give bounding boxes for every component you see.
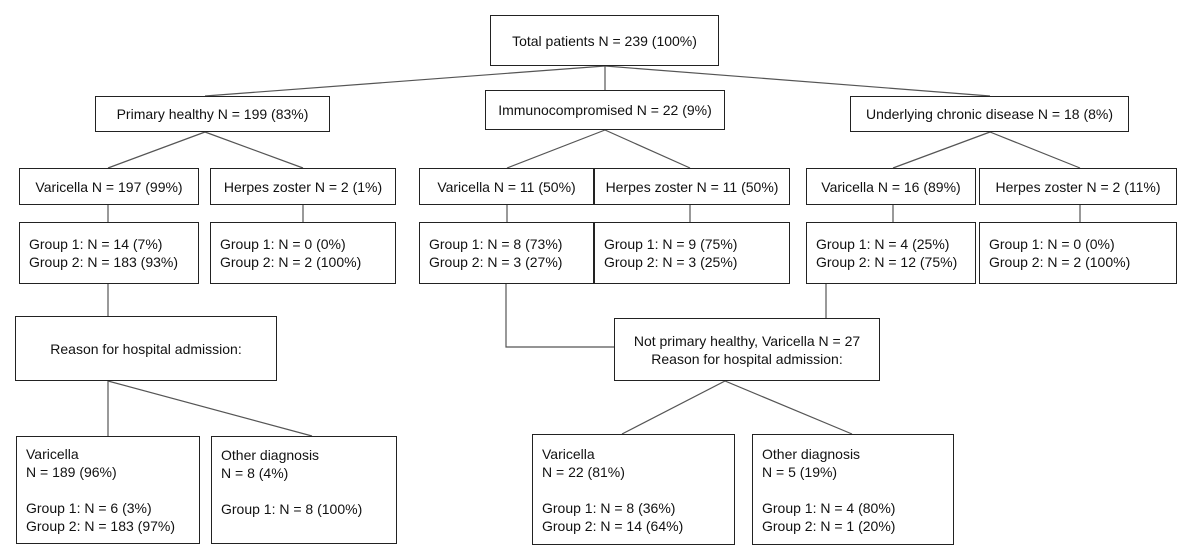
immuno-varicella-groups-box: Group 1: N = 8 (73%) Group 2: N = 3 (27%… — [419, 222, 594, 284]
group-1-count: Group 1: N = 0 (0%) — [989, 236, 1115, 252]
group-1-count: Group 1: N = 4 (80%) — [762, 499, 896, 516]
admission-title: Other diagnosis — [221, 447, 320, 463]
chronic-zoster-box: Herpes zoster N = 2 (11%) — [979, 168, 1177, 205]
not-primary-reason-box: Not primary healthy, Varicella N = 27 Re… — [614, 318, 880, 381]
connector-reason-notprimary-varicella — [621, 380, 726, 435]
admission-count: N = 189 (96%) — [26, 464, 117, 480]
immunocompromised-box: Immunocompromised N = 22 (9%) — [485, 90, 725, 130]
connector-immuno-varicella — [506, 129, 606, 169]
admission-title: Other diagnosis — [762, 445, 861, 462]
notprimary-other-admission-box: Other diagnosis N = 5 (19%) Group 1: N =… — [752, 434, 954, 545]
group-1-count: Group 1: N = 8 (36%) — [542, 499, 676, 516]
total-patients-box: Total patients N = 239 (100%) — [490, 15, 719, 66]
immuno-zoster-box: Herpes zoster N = 11 (50%) — [594, 168, 790, 205]
primary-reason-label: Reason for hospital admission: — [50, 340, 242, 357]
chronic-varicella-label: Varicella N = 16 (89%) — [821, 178, 961, 195]
group-1-count: Group 1: N = 9 (75%) — [604, 236, 738, 252]
not-primary-reason-line2: Reason for hospital admission: — [651, 350, 843, 367]
group-1-count: Group 1: N = 0 (0%) — [220, 236, 346, 252]
admission-count: N = 22 (81%) — [542, 463, 625, 480]
immunocompromised-label: Immunocompromised N = 22 (9%) — [498, 102, 712, 118]
group-2-count: Group 2: N = 14 (64%) — [542, 517, 684, 534]
primary-reason-box: Reason for hospital admission: — [15, 316, 277, 381]
primary-zoster-box: Herpes zoster N = 2 (1%) — [210, 168, 396, 205]
immuno-varicella-label: Varicella N = 11 (50%) — [437, 178, 576, 195]
connector-immuno-groups-reason — [505, 284, 614, 348]
chronic-disease-label: Underlying chronic disease N = 18 (8%) — [865, 106, 1114, 122]
admission-count: N = 8 (4%) — [221, 465, 289, 481]
notprimary-varicella-admission-box: Varicella N = 22 (81%) Group 1: N = 8 (3… — [532, 434, 735, 545]
connector-root-primary — [204, 65, 606, 97]
primary-healthy-box: Primary healthy N = 199 (83%) — [95, 96, 330, 132]
spacer — [762, 481, 944, 499]
group-2-count: Group 2: N = 183 (97%) — [26, 518, 176, 534]
group-1-count: Group 1: N = 8 (73%) — [429, 236, 563, 252]
connector-primary-zoster — [204, 131, 304, 169]
immuno-zoster-label: Herpes zoster N = 11 (50%) — [605, 178, 779, 195]
immuno-zoster-groups-box: Group 1: N = 9 (75%) Group 2: N = 3 (25%… — [594, 222, 790, 284]
spacer — [221, 482, 387, 500]
chronic-varicella-groups-box: Group 1: N = 4 (25%) Group 2: N = 12 (75… — [806, 222, 976, 284]
primary-varicella-admission-box: Varicella N = 189 (96%) Group 1: N = 6 (… — [16, 436, 200, 544]
chronic-disease-box: Underlying chronic disease N = 18 (8%) — [850, 96, 1129, 132]
group-2-count: Group 2: N = 3 (27%) — [429, 254, 563, 270]
connector-primary-varicella — [107, 131, 206, 169]
primary-varicella-box: Varicella N = 197 (99%) — [19, 168, 199, 205]
primary-varicella-label: Varicella N = 197 (99%) — [35, 178, 183, 195]
primary-zoster-groups-box: Group 1: N = 0 (0%) Group 2: N = 2 (100%… — [210, 222, 396, 284]
group-2-count: Group 2: N = 183 (93%) — [29, 254, 179, 270]
connector-immuno-zoster — [604, 129, 691, 169]
connector-reason-notprimary-other — [724, 380, 853, 435]
group-1-count: Group 1: N = 8 (100%) — [221, 501, 363, 517]
group-1-count: Group 1: N = 4 (25%) — [816, 236, 950, 252]
group-2-count: Group 2: N = 2 (100%) — [989, 254, 1131, 270]
total-patients-label: Total patients N = 239 (100%) — [512, 32, 697, 49]
group-1-count: Group 1: N = 14 (7%) — [29, 236, 163, 252]
not-primary-reason-line1: Not primary healthy, Varicella N = 27 — [633, 332, 861, 349]
spacer — [26, 481, 190, 499]
admission-title: Varicella — [542, 445, 595, 462]
connector-root-chronic — [604, 65, 991, 97]
primary-zoster-label: Herpes zoster N = 2 (1%) — [223, 178, 383, 195]
group-2-count: Group 2: N = 3 (25%) — [604, 254, 738, 270]
admission-title: Varicella — [26, 446, 79, 462]
chronic-zoster-groups-box: Group 1: N = 0 (0%) Group 2: N = 2 (100%… — [979, 222, 1177, 284]
group-2-count: Group 2: N = 1 (20%) — [762, 517, 896, 534]
group-1-count: Group 1: N = 6 (3%) — [26, 500, 152, 516]
admission-count: N = 5 (19%) — [762, 463, 838, 480]
group-2-count: Group 2: N = 12 (75%) — [816, 254, 958, 270]
connector-reason-primary-other — [107, 380, 313, 437]
spacer — [542, 481, 725, 499]
chronic-varicella-box: Varicella N = 16 (89%) — [806, 168, 976, 205]
primary-healthy-label: Primary healthy N = 199 (83%) — [116, 106, 309, 122]
group-2-count: Group 2: N = 2 (100%) — [220, 254, 362, 270]
primary-other-admission-box: Other diagnosis N = 8 (4%) Group 1: N = … — [211, 436, 397, 544]
immuno-varicella-box: Varicella N = 11 (50%) — [419, 168, 594, 205]
primary-varicella-groups-box: Group 1: N = 14 (7%) Group 2: N = 183 (9… — [19, 222, 199, 284]
connector-chronic-varicella — [892, 131, 991, 169]
chronic-zoster-label: Herpes zoster N = 2 (11%) — [995, 178, 1161, 195]
connector-chronic-zoster — [989, 131, 1081, 169]
